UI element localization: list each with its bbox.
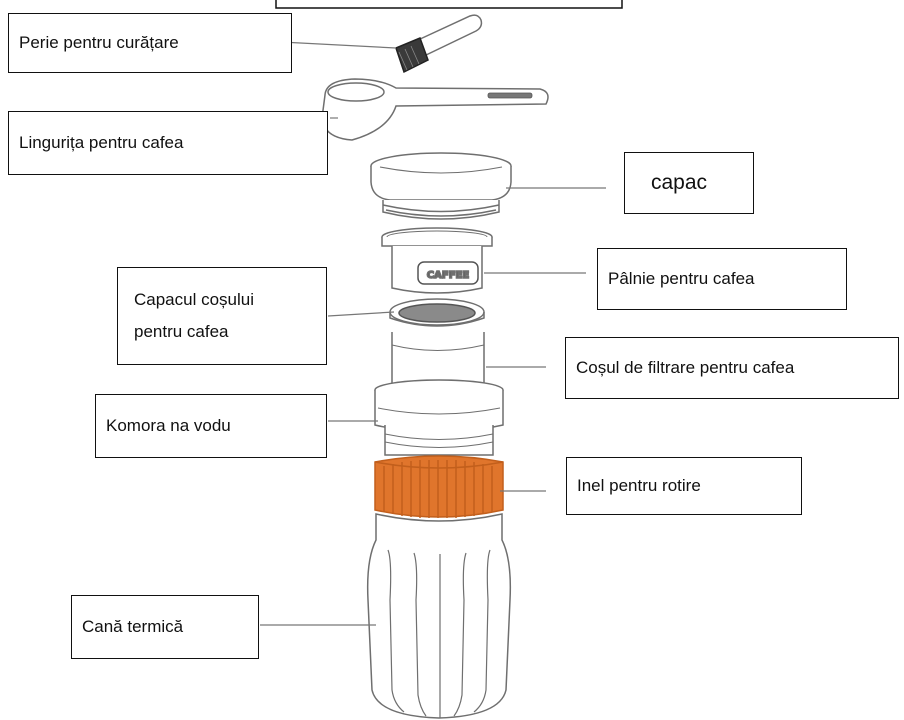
- svg-text:CAFFEE: CAFFEE: [427, 270, 470, 281]
- label-thermal-cup-text: Cană termică: [82, 617, 184, 636]
- label-thermal-cup: Cană termică: [71, 595, 259, 659]
- label-lid-text: capac: [651, 171, 708, 194]
- thermal-cup-part: [366, 513, 512, 719]
- label-funnel: Pâlnie pentru cafea: [597, 248, 847, 310]
- label-brush: Perie pentru curățare: [8, 13, 292, 73]
- label-spoon: Lingurița pentru cafea: [8, 111, 328, 175]
- label-funnel-text: Pâlnie pentru cafea: [608, 269, 755, 288]
- label-filter-basket-text: Coșul de filtrare pentru cafea: [576, 358, 795, 377]
- label-basket-lid: Capacul coșului pentru cafea: [117, 267, 327, 365]
- label-spoon-text: Lingurița pentru cafea: [19, 133, 184, 152]
- label-water-chamber: Komora na vodu: [95, 394, 327, 458]
- lid-part: [370, 152, 512, 220]
- rotation-ring-part: [374, 455, 504, 518]
- label-rotation-ring-text: Inel pentru rotire: [577, 476, 701, 495]
- water-chamber-part: [374, 379, 504, 456]
- coffee-spoon-part: [321, 78, 549, 141]
- label-water-chamber-text: Komora na vodu: [106, 416, 231, 435]
- label-basket-lid-text: Capacul coșului pentru cafea: [134, 290, 255, 341]
- top-cropped-box: [275, 0, 623, 9]
- funnel-part: CAFFEE: [381, 227, 493, 294]
- basket-lid-part: [389, 298, 485, 327]
- leader-line-basket-lid: [327, 311, 395, 317]
- label-lid: capac: [624, 152, 754, 214]
- label-filter-basket: Coșul de filtrare pentru cafea: [565, 337, 899, 399]
- label-brush-text: Perie pentru curățare: [19, 33, 179, 52]
- cleaning-brush-part: [395, 14, 483, 74]
- label-rotation-ring: Inel pentru rotire: [566, 457, 802, 515]
